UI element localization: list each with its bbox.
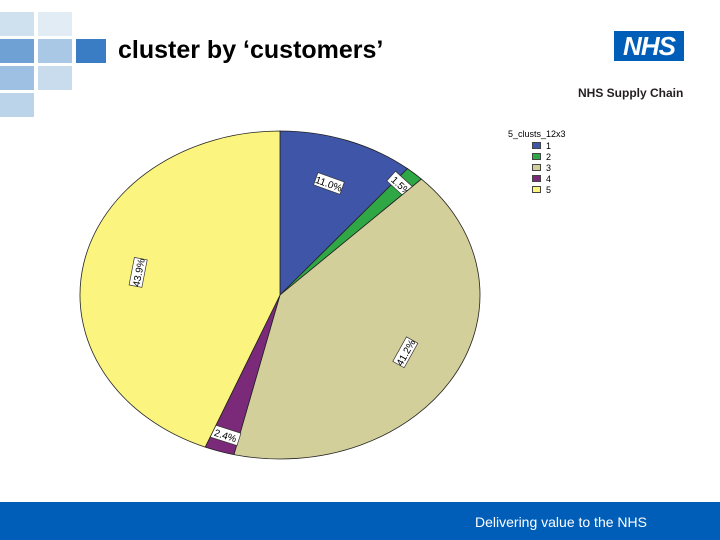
legend-item-3: 3 <box>508 162 586 173</box>
legend-item-4: 4 <box>508 173 586 184</box>
legend-label: 1 <box>546 140 552 151</box>
legend-swatch <box>532 175 541 182</box>
decor-square <box>0 39 34 63</box>
decor-square <box>76 39 106 63</box>
legend-item-1: 1 <box>508 140 586 151</box>
slice-label-text: 43.9% <box>132 258 148 288</box>
legend-item-5: 5 <box>508 184 586 195</box>
legend-label: 4 <box>546 173 552 184</box>
slice-label-5: 43.9% <box>128 257 148 288</box>
slide-title: cluster by ‘customers’ <box>118 36 384 64</box>
legend-swatch <box>532 164 541 171</box>
slice-label-box <box>392 336 419 369</box>
pie-slice-5 <box>79 130 281 448</box>
decor-square <box>38 39 72 63</box>
legend-title: 5_clusts_12x3 <box>508 129 566 139</box>
decor-square <box>0 12 34 36</box>
nhs-supply-chain-label: NHS Supply Chain <box>578 86 684 100</box>
decor-square <box>0 93 34 117</box>
footer-bar: Delivering value to the NHS <box>0 502 720 540</box>
footer-text: Delivering value to the NHS <box>475 514 647 530</box>
legend-swatch <box>532 186 541 193</box>
legend-item-2: 2 <box>508 151 586 162</box>
decor-square <box>38 12 72 36</box>
legend-label: 2 <box>546 151 552 162</box>
legend-label: 3 <box>546 162 552 173</box>
slice-label-box <box>313 172 345 195</box>
legend-label: 5 <box>546 184 552 195</box>
decor-square <box>0 66 34 90</box>
slice-label-box <box>128 257 148 288</box>
legend-swatch <box>532 142 541 149</box>
pie-slice-1 <box>279 130 409 296</box>
decor-square <box>38 66 72 90</box>
legend-swatch <box>532 153 541 160</box>
nhs-logo: NHS <box>614 31 684 61</box>
pie-slice-3 <box>233 178 481 460</box>
